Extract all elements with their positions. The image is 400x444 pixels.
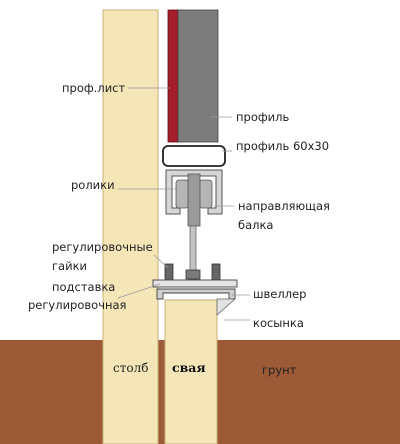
adjusting-nut-right [211, 263, 221, 281]
label-prof-list: проф.лист [62, 81, 125, 95]
roller-right [198, 179, 213, 209]
post [102, 9, 159, 444]
pile [164, 299, 218, 444]
profiled-sheet [167, 9, 179, 143]
label-profile-60x30: профиль 60х30 [236, 139, 329, 153]
gusset [216, 298, 237, 316]
label-ground: грунт [262, 363, 297, 377]
leader-adj-stand [117, 283, 161, 299]
roller-left [175, 179, 190, 209]
leader-adj-nuts [153, 254, 169, 269]
profile [177, 9, 219, 143]
label-pile: свая [172, 360, 206, 375]
label-profile: профиль [236, 110, 290, 124]
label-adj-stand-line2: регулировочная [28, 298, 126, 312]
label-rollers: ролики [71, 178, 115, 192]
label-adj-nuts-line1: регулировочные [52, 240, 153, 254]
roller-carriage-body [187, 173, 201, 227]
label-adj-nuts-line2: гайки [52, 259, 87, 273]
adjusting-nut-center [185, 269, 201, 280]
label-guide-beam-line2: балка [238, 218, 273, 232]
label-guide-beam-line1: направляющая [238, 199, 330, 213]
label-adj-stand-line1: подставка [52, 280, 115, 294]
label-post: столб [113, 361, 148, 375]
label-gusset: косынка [253, 316, 304, 330]
profile-60x30 [162, 145, 226, 167]
adjusting-stand [152, 279, 238, 288]
channel [156, 288, 236, 300]
label-channel: швеллер [253, 287, 306, 301]
guide-beam [165, 169, 223, 215]
